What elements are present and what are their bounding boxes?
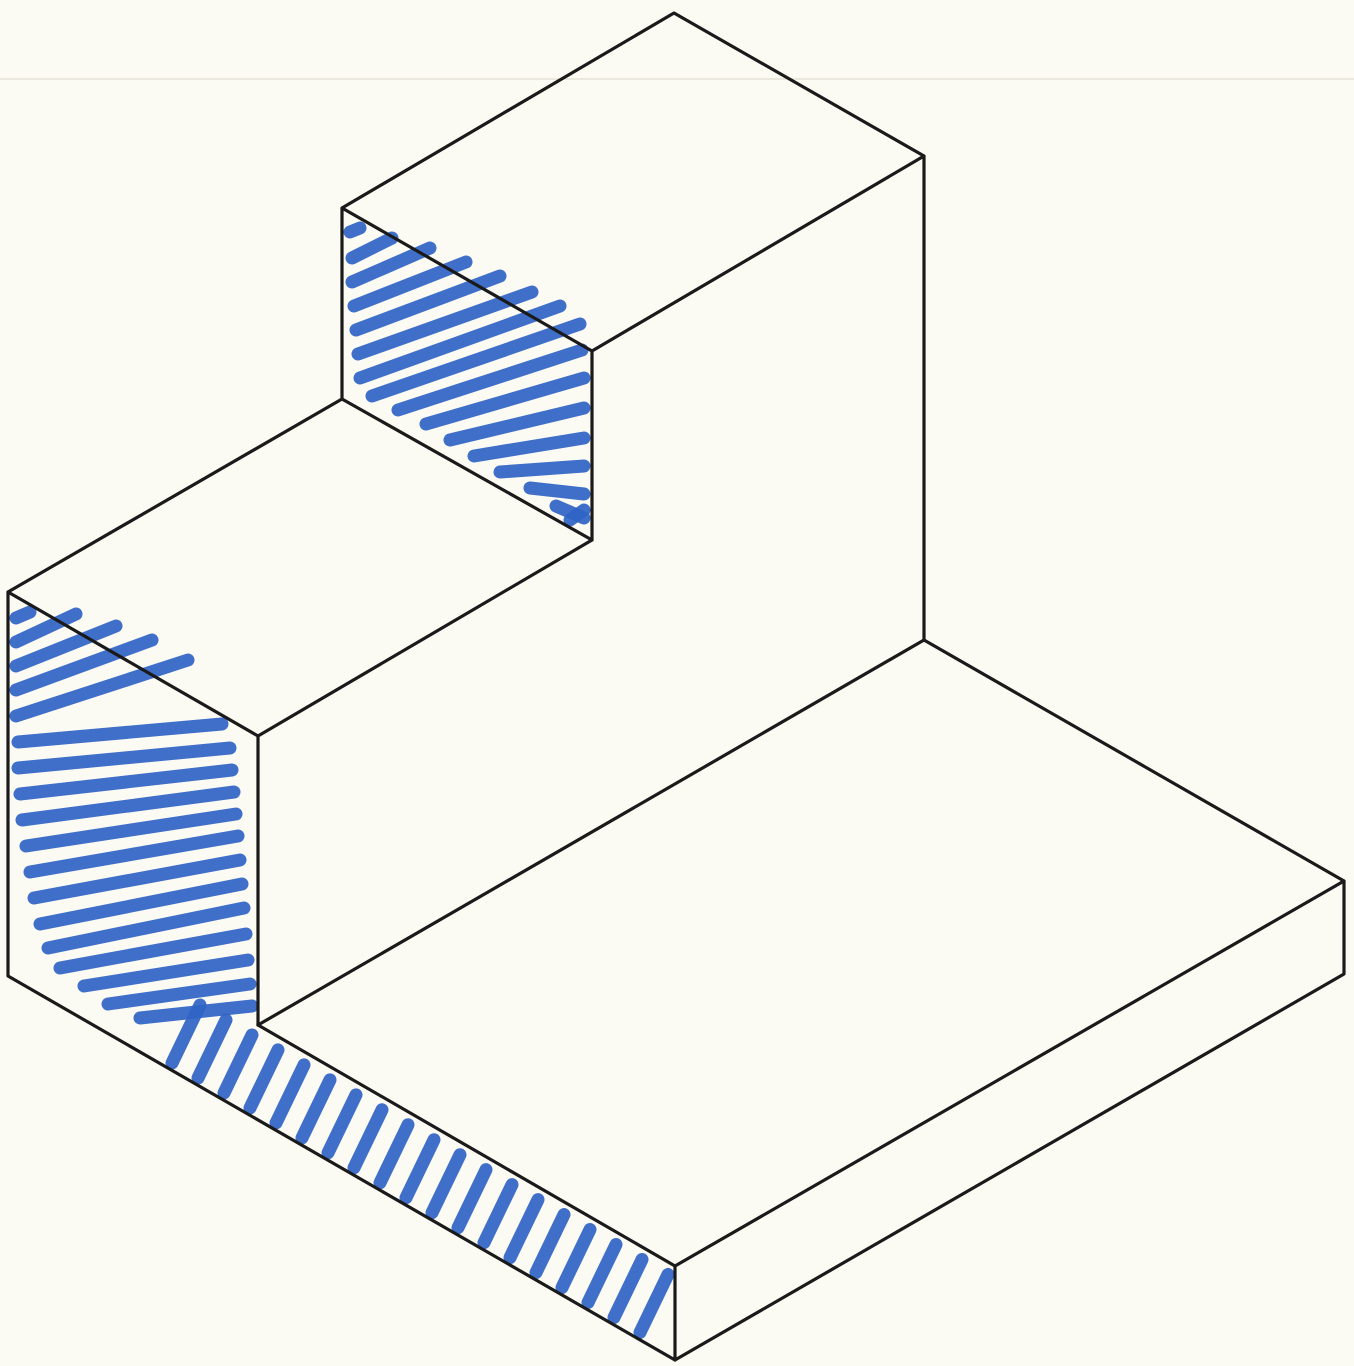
hatch-stroke [15, 785, 241, 827]
base-inner-edges [256, 638, 926, 1027]
hatch-stroke [581, 1238, 623, 1310]
hatch-stroke [77, 953, 255, 993]
hatch-stroke [523, 481, 591, 501]
hatch-stroke [467, 431, 591, 463]
hatch-stroke [41, 901, 251, 955]
hatch-stroke [529, 1208, 571, 1280]
hatch-stroke [451, 1163, 493, 1235]
hatch-stroke [419, 371, 591, 431]
hatch-stroke [351, 285, 539, 361]
hatch-stroke [443, 401, 591, 447]
hatch-stroke [101, 977, 257, 1011]
hatch-stroke [321, 1088, 363, 1160]
hatch-stroke [295, 1073, 337, 1145]
hatch-stroke [9, 653, 195, 723]
hatch-stroke [607, 1252, 649, 1324]
base-slab-left-face [165, 998, 675, 1339]
hatch-stroke [347, 1103, 389, 1175]
solid-outline [6, 11, 1346, 1362]
hatch-stroke [11, 741, 237, 775]
lower-step-edges [256, 397, 594, 738]
base-left-top-edge [256, 1023, 677, 1268]
hatch-stroke [27, 853, 247, 905]
hatch-stroke [217, 1028, 259, 1100]
hatch-stroke [23, 829, 245, 879]
hatch-stroke [391, 343, 589, 417]
hatch-stroke [365, 317, 587, 403]
hatch-stroke [9, 619, 123, 673]
hatch-stroke [11, 717, 229, 749]
lower-step-front-edges [6, 590, 260, 1027]
hatch-stroke [563, 503, 591, 527]
hatch-stroke [345, 231, 399, 265]
hatch-stroke [191, 1013, 233, 1085]
hatch-stroke [493, 459, 591, 479]
hatch-stroke [425, 1148, 467, 1220]
hatch-stroke [477, 1178, 519, 1250]
hatch-stroke [399, 1133, 441, 1205]
hatch-stroke [9, 605, 37, 625]
outline-left-silhouette [6, 11, 1346, 1362]
hatch-stroke [269, 1058, 311, 1130]
hatch-stroke [555, 1223, 597, 1295]
hatch-stroke [165, 998, 207, 1070]
hatch-stroke [243, 1043, 285, 1115]
hatch-stroke [343, 221, 367, 239]
hatch-stroke [373, 1118, 415, 1190]
hatch-stroke [9, 633, 159, 697]
upper-step-front-face [343, 221, 591, 527]
hatch-stroke [353, 299, 567, 385]
base-front-edges [673, 879, 1346, 1362]
lower-step-front-face [9, 605, 259, 1025]
hatch-stroke [33, 877, 249, 931]
hatch-stroke [633, 1267, 675, 1339]
hatch-stroke [13, 763, 239, 801]
hatch-stroke [9, 607, 83, 649]
hatch-stroke [19, 807, 243, 853]
hatch-stroke [53, 927, 253, 975]
hatch-stroke [345, 241, 437, 289]
hatch-stroke [503, 1193, 545, 1265]
